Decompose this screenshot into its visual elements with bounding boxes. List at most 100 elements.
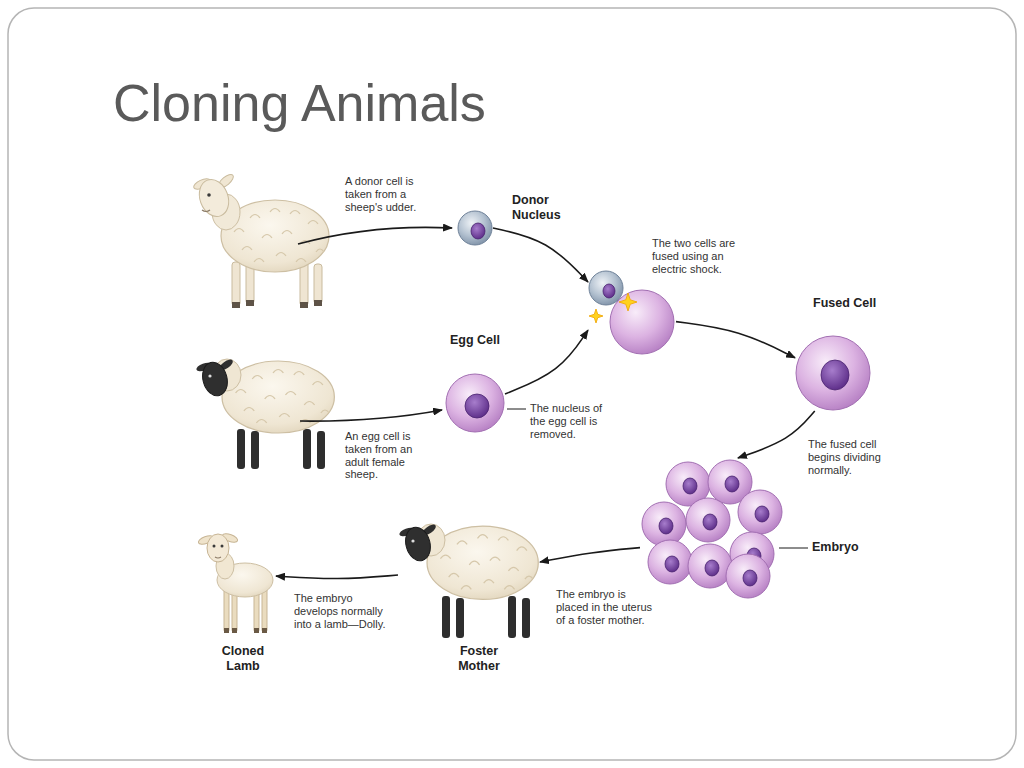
- cell-membrane: [648, 540, 692, 584]
- donor-sheep: [314, 300, 322, 306]
- egg-sheep: [208, 374, 211, 377]
- foster-mother: Foster Mother: [398, 510, 540, 640]
- donor-sheep: [300, 302, 308, 308]
- donor-sheep: [194, 175, 233, 220]
- process-arrow: [738, 411, 815, 458]
- lamb: [197, 532, 273, 633]
- fused-cell: Fused Cell: [795, 335, 871, 411]
- foster-sheep: [398, 523, 538, 638]
- donor-sheep: [246, 300, 254, 306]
- label-layer: The embryo is placed in the uterus of a …: [556, 588, 657, 626]
- lamb: [215, 557, 221, 558]
- cell-label: Donor Nucleus: [512, 193, 574, 223]
- step-note: The embryo develops normally into a lamb…: [294, 592, 390, 630]
- label-layer: An egg cell is taken from an adult femal…: [345, 430, 421, 481]
- foster-mother-shape: [398, 510, 540, 640]
- donor-cell: Donor Nucleus: [457, 210, 493, 246]
- process-arrow: [676, 322, 795, 358]
- annotation: An egg cell is taken from an adult femal…: [345, 430, 421, 481]
- nucleus: [665, 556, 679, 572]
- cell-membrane: [589, 271, 623, 305]
- connectors: [276, 228, 815, 579]
- donor-sheep: [314, 264, 322, 304]
- lamb: [221, 545, 224, 548]
- egg-cell-shape: [445, 373, 505, 433]
- cell-membrane: [642, 502, 686, 546]
- label-layer: The embryo develops normally into a lamb…: [294, 592, 390, 630]
- lamb: [213, 545, 216, 548]
- nucleus: [471, 223, 485, 239]
- foster-sheep: [442, 596, 450, 638]
- process-arrow: [505, 330, 588, 394]
- label-layer: A donor cell is taken from a sheep's udd…: [345, 175, 435, 213]
- process-arrow: [540, 548, 640, 562]
- nucleus: [705, 560, 719, 576]
- egg-sheep: [199, 359, 231, 398]
- donor-sheep: [192, 172, 329, 308]
- egg-sheep: [195, 358, 334, 469]
- egg-sheep: [317, 431, 325, 469]
- cell-membrane: [610, 290, 674, 354]
- embryo: Embryo: [640, 458, 784, 598]
- cell-membrane: [686, 498, 730, 542]
- cell-membrane: [738, 490, 782, 534]
- step-note: The embryo is placed in the uterus of a …: [556, 588, 657, 626]
- cell-label: Embryo: [812, 540, 882, 555]
- foster-sheep: [402, 524, 434, 563]
- cell-membrane: [796, 336, 870, 410]
- egg-cell: Egg Cell: [445, 373, 505, 433]
- donor-sheep: [246, 264, 254, 304]
- lamb: [262, 628, 267, 633]
- fusing-cells-shape: [588, 270, 676, 356]
- leader-line: [507, 409, 526, 410]
- donor-cell-shape: [457, 210, 493, 246]
- nucleus: [821, 360, 849, 390]
- nucleus: [603, 284, 615, 298]
- nucleus: [465, 394, 489, 418]
- donor-sheep: [202, 210, 210, 212]
- foster-sheep: [508, 596, 516, 638]
- nucleus: [755, 506, 769, 522]
- egg-sheep: [237, 429, 245, 469]
- nucleus: [659, 518, 673, 534]
- lamb: [254, 628, 259, 633]
- electric-spark: [589, 309, 603, 323]
- process-arrow: [276, 575, 398, 579]
- lamb: [207, 534, 229, 562]
- donor-sheep: [232, 262, 240, 306]
- donor-sheep: [232, 302, 240, 308]
- lamb: [224, 628, 229, 633]
- cloned-lamb-shape: [198, 528, 276, 635]
- step-note: The two cells are fused using an electri…: [652, 237, 756, 275]
- embryo-shape: [640, 458, 784, 598]
- egg-sheep: [251, 431, 259, 469]
- nucleus: [743, 570, 757, 586]
- cell-membrane: [726, 554, 770, 598]
- cell-label: Egg Cell: [435, 333, 515, 348]
- fused-cell-shape: [795, 335, 871, 411]
- label-layer: The fused cell begins dividing normally.: [808, 438, 900, 476]
- cell-label: Fused Cell: [813, 296, 893, 311]
- cell-membrane: [458, 211, 492, 245]
- title-slot: Cloning Animals: [113, 74, 486, 134]
- nucleus: [703, 514, 717, 530]
- donor-sheep: [300, 262, 308, 306]
- sampling-arrow: [298, 227, 452, 244]
- label-layer: The nucleus of the egg cell is removed.: [530, 402, 612, 440]
- fusing-cells: The two cells are fused using an electri…: [588, 270, 676, 356]
- cell-membrane: [446, 374, 504, 432]
- nucleus: [683, 478, 697, 494]
- electric-spark: [619, 293, 637, 311]
- animal-label: Cloned Lamb: [213, 644, 273, 674]
- cell-membrane: [688, 544, 732, 588]
- foster-sheep: [411, 539, 414, 542]
- slide-frame: [8, 8, 1016, 760]
- annotation: A donor cell is taken from a sheep's udd…: [345, 175, 435, 213]
- lamb: [262, 588, 267, 632]
- leader-line: [779, 548, 808, 549]
- foster-sheep: [522, 598, 530, 638]
- animal-label: Foster Mother: [444, 644, 514, 674]
- donor-sheep: [207, 193, 211, 197]
